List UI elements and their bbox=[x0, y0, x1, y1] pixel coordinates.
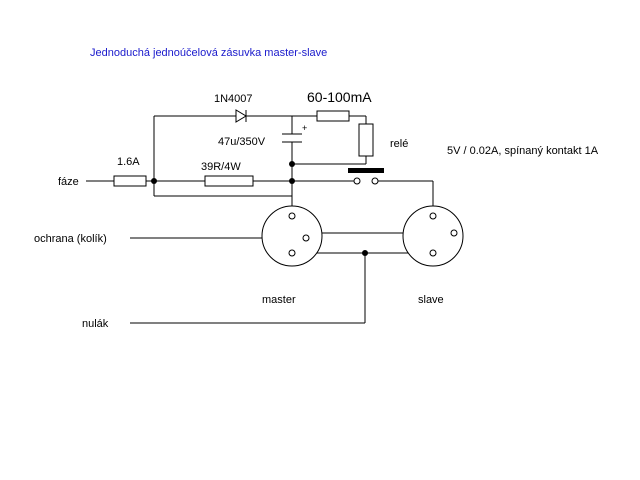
current-resistor-symbol bbox=[316, 110, 350, 122]
capacitor-polarity: + bbox=[302, 123, 307, 133]
relay-spec-label: 5V / 0.02A, spínaný kontakt 1A bbox=[447, 145, 599, 157]
resistor-symbol bbox=[204, 175, 254, 187]
protective-earth-label: ochrana (kolík) bbox=[34, 233, 107, 245]
master-label: master bbox=[262, 294, 296, 306]
phase-label: fáze bbox=[58, 176, 79, 188]
relay-label: relé bbox=[390, 138, 408, 150]
relay-coil-symbol bbox=[358, 123, 374, 157]
capacitor-label: 47u/350V bbox=[218, 136, 266, 148]
junction-dots bbox=[151, 161, 368, 256]
neutral-label: nulák bbox=[82, 318, 109, 330]
fuse-label: 1.6A bbox=[117, 156, 140, 168]
diode-label: 1N4007 bbox=[214, 93, 253, 105]
slave-label: slave bbox=[418, 294, 444, 306]
slave-socket bbox=[402, 205, 464, 267]
relay-contact-symbol bbox=[348, 168, 384, 185]
capacitor-symbol bbox=[282, 133, 302, 143]
fuse-symbol bbox=[113, 175, 147, 187]
diagram-title: Jednoduchá jednoúčelová zásuvka master-s… bbox=[90, 47, 327, 59]
resistor-label: 39R/4W bbox=[201, 161, 241, 173]
diode-symbol bbox=[235, 109, 247, 123]
master-socket bbox=[261, 205, 323, 267]
current-range-label: 60-100mA bbox=[307, 89, 372, 105]
